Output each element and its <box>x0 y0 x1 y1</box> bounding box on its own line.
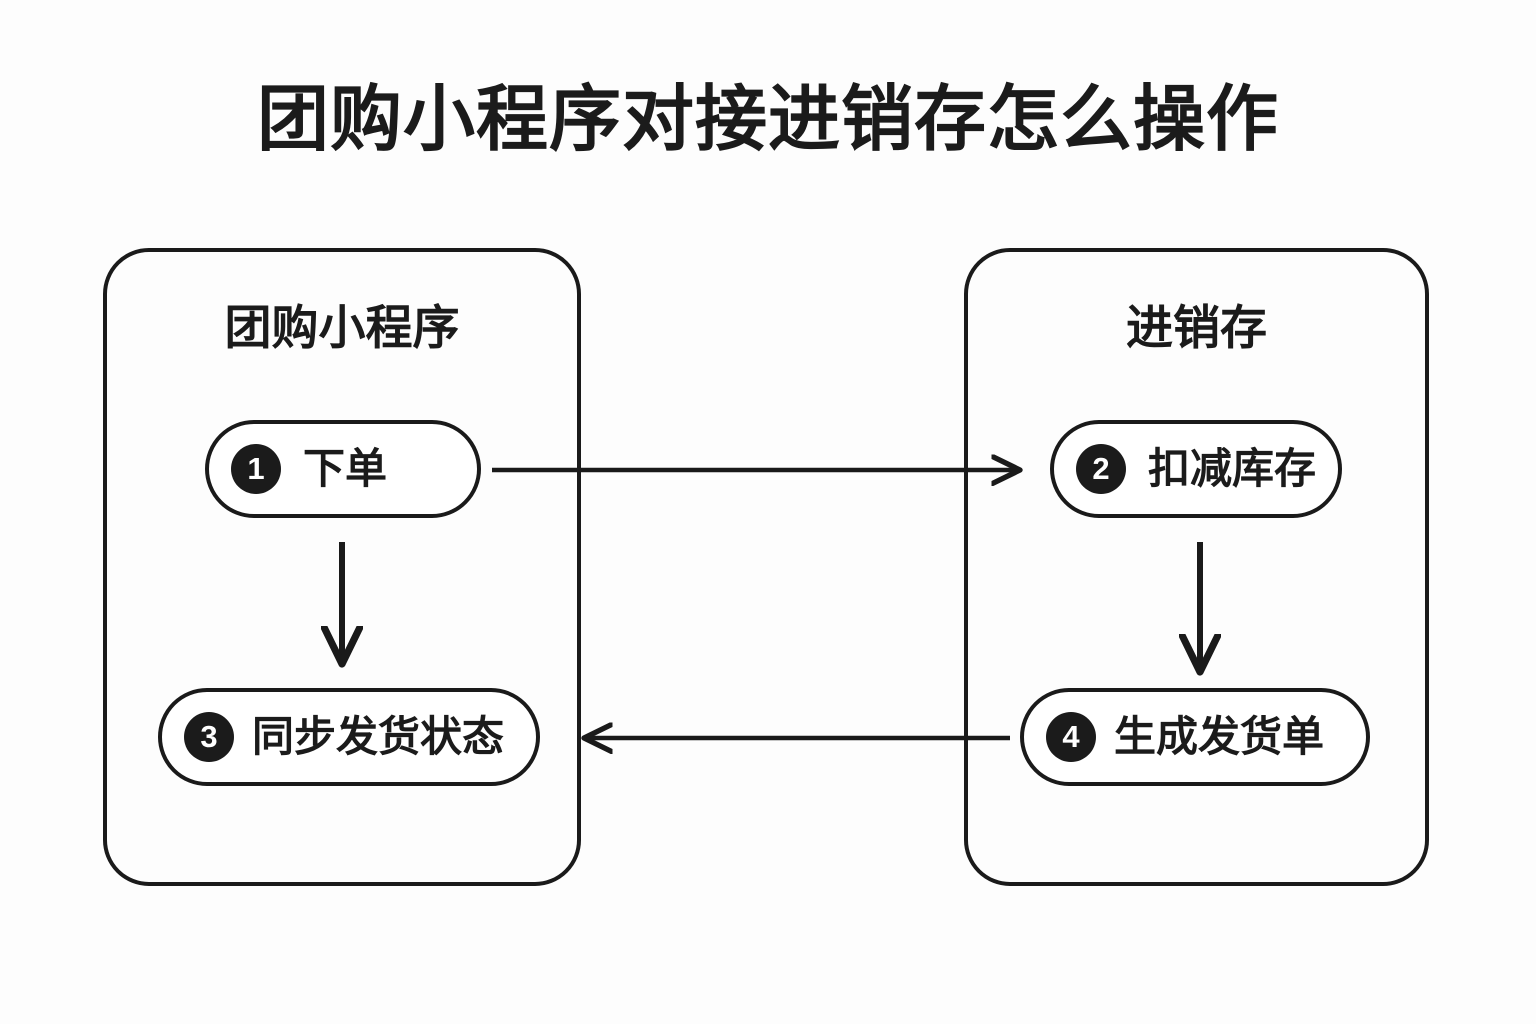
step-node-3[interactable]: 3 同步发货状态 <box>158 688 540 786</box>
page-title: 团购小程序对接进销存怎么操作 <box>256 80 1279 160</box>
step-label-1: 下单 <box>303 445 388 492</box>
panel-erp-inventory: 进销存 <box>964 248 1429 886</box>
step-number-badge-3: 3 <box>184 712 234 762</box>
step-label-3: 同步发货状态 <box>252 713 505 760</box>
step-number-badge-1: 1 <box>231 444 281 494</box>
step-node-1[interactable]: 1 下单 <box>205 420 481 518</box>
panel-group-buy-miniprogram: 团购小程序 <box>103 248 581 886</box>
step-label-4: 生成发货单 <box>1114 713 1325 760</box>
step-label-2: 扣减库存 <box>1148 445 1317 492</box>
panel-title-erp-inventory: 进销存 <box>1126 301 1267 354</box>
step-node-2[interactable]: 2 扣减库存 <box>1050 420 1342 518</box>
step-number-badge-4: 4 <box>1046 712 1096 762</box>
panel-title-group-buy-miniprogram: 团购小程序 <box>224 301 460 354</box>
step-node-4[interactable]: 4 生成发货单 <box>1020 688 1370 786</box>
step-number-badge-2: 2 <box>1076 444 1126 494</box>
